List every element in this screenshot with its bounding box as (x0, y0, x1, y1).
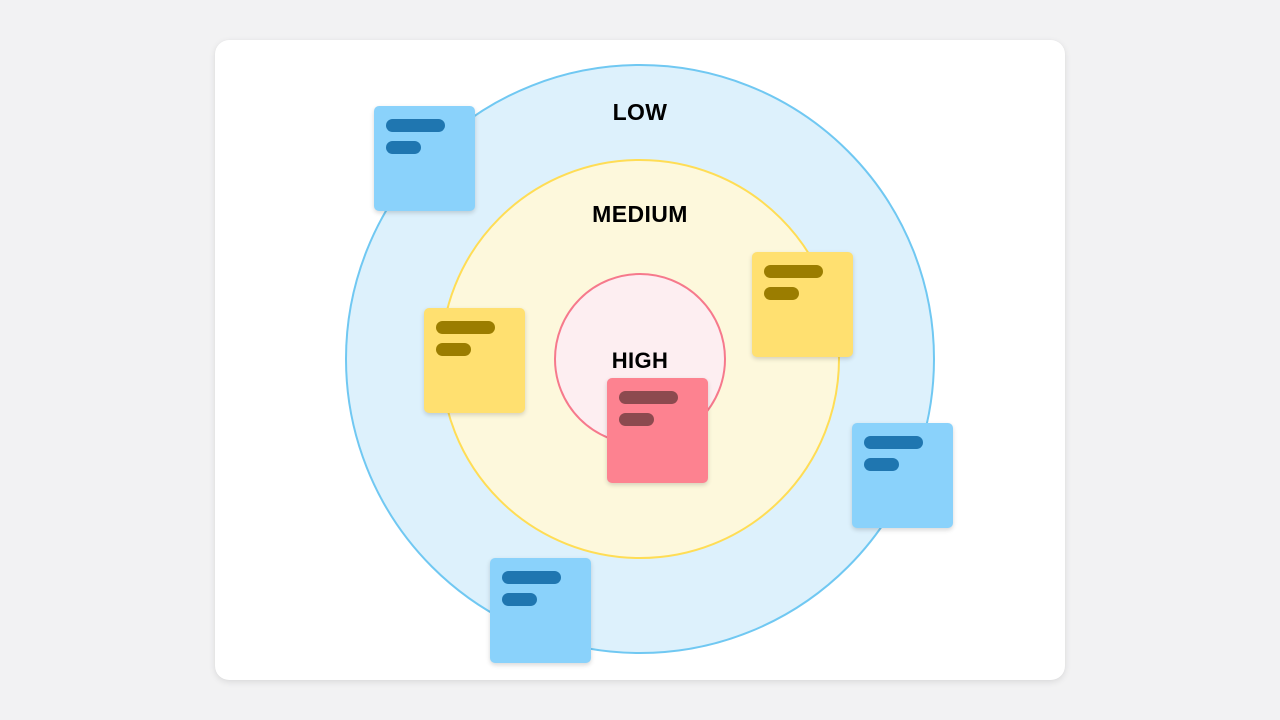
sticky-note[interactable] (607, 378, 708, 483)
note-text-line-primary (386, 119, 445, 132)
note-text-line-secondary (764, 287, 800, 300)
sticky-note[interactable] (374, 106, 475, 211)
note-text-line-secondary (864, 458, 900, 471)
diagram-card: LOW MEDIUM HIGH (215, 40, 1065, 680)
note-text-line-secondary (386, 141, 422, 154)
note-text-line-secondary (502, 593, 538, 606)
sticky-note[interactable] (852, 423, 953, 528)
note-text-line-secondary (619, 413, 655, 426)
ring-label-low: LOW (612, 99, 668, 125)
note-text-line-secondary (436, 343, 472, 356)
note-text-line-primary (864, 436, 923, 449)
note-text-line-primary (502, 571, 561, 584)
ring-label-high: HIGH (611, 348, 669, 373)
ring-label-medium: MEDIUM (592, 201, 688, 227)
note-text-line-primary (436, 321, 495, 334)
sticky-note[interactable] (752, 252, 853, 357)
sticky-note[interactable] (490, 558, 591, 663)
note-text-line-primary (764, 265, 823, 278)
sticky-note[interactable] (424, 308, 525, 413)
note-text-line-primary (619, 391, 678, 404)
